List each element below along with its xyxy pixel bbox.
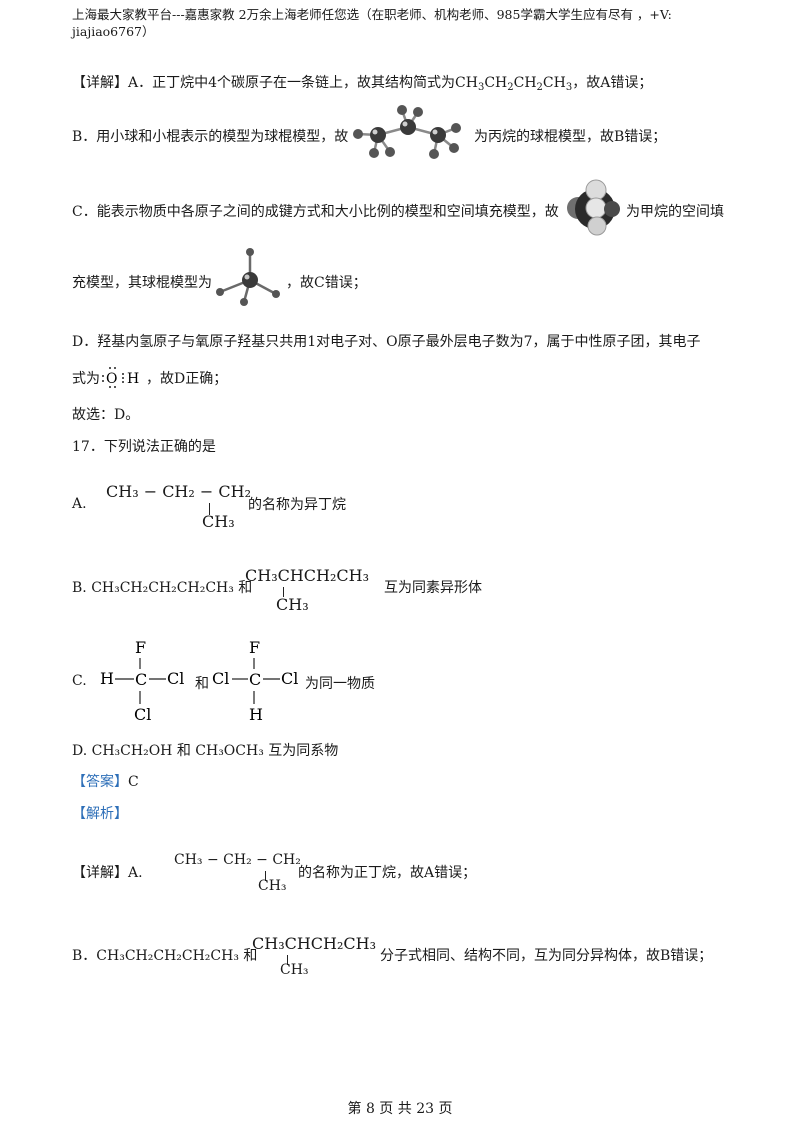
analysis-a-formula-main: CH₃ − CH₂ − CH₂ [174, 852, 301, 868]
hydroxyl-electron-formula: O H [102, 367, 139, 388]
atom-h: H [100, 669, 114, 688]
detail-b-text-1: B．用小球和小棍表示的模型为球棍模型，故 [72, 129, 349, 145]
subscript: 3 [565, 82, 573, 93]
header-line-2: jiajiao6767） [72, 24, 155, 39]
subscript: 3 [477, 82, 485, 93]
answer-value: C [128, 774, 139, 790]
detail-a-text-end: ，故A错误； [572, 75, 653, 91]
branch-bond [283, 587, 284, 597]
answer-label: 【答案】 [72, 774, 128, 790]
formula-part: CH [484, 75, 508, 91]
option-a-formula-main: CH₃ − CH₂ − CH₂ [106, 482, 251, 501]
atom-f: F [249, 638, 260, 657]
atom-cl: Cl [134, 705, 151, 724]
analysis-b-formula-main: CH₃CHCH₂CH₃ [252, 934, 377, 953]
analysis-a-tail: 的名称为正丁烷，故A错误； [298, 865, 477, 881]
methane-ball-stick-model-image [216, 248, 280, 306]
branch-bond [287, 955, 288, 965]
oxygen-symbol: O [106, 371, 117, 387]
analysis-b-formula-branch: CH₃ [280, 962, 309, 978]
detail-d-text-2: 式为 [72, 371, 100, 387]
option-c-label: C. [72, 673, 87, 689]
detail-d-line-2: 式为 O H ，故D正确； [72, 366, 227, 388]
header-line-1: 上海最大家教平台---嘉惠家教 2万余上海老师任您选（在职老师、机构老师、985… [72, 7, 672, 22]
option-b-formula-main: CH₃CHCH₂CH₃ [245, 566, 370, 585]
atom-cl: Cl [212, 669, 229, 688]
option-c-and: 和 [195, 676, 209, 692]
option-c-structure-1: F H C Cl Cl [100, 638, 184, 724]
question-stem: 17．下列说法正确的是 [72, 439, 216, 455]
page-footer: 第 8 页 共 23 页 [347, 1101, 453, 1117]
formula-part: CH [513, 75, 537, 91]
subscript: 2 [507, 82, 514, 93]
branch-bond [265, 871, 266, 881]
hydrogen-symbol: H [127, 371, 139, 387]
analysis-a-prefix: 【详解】A. [72, 865, 143, 881]
option-a-formula-branch: CH₃ [202, 512, 235, 531]
option-a-label: A. [72, 496, 87, 512]
propane-ball-stick-model-image [353, 105, 461, 159]
detail-c-text-1: C．能表示物质中各原子之间的成键方式和大小比例的模型和空间填充模型，故 [72, 204, 559, 220]
detail-d-text-1: D．羟基内氢原子与氧原子羟基只共用1对电子对、O原子最外层电子数为7，属于中性原… [72, 334, 701, 350]
option-c-structure-2: F Cl C Cl H [212, 638, 298, 724]
option-b-formula-branch: CH₃ [276, 595, 309, 614]
detail-d-text-3: ，故D正确； [146, 371, 228, 387]
analysis-a-formula-branch: CH₃ [258, 878, 287, 894]
option-c-tail: 为同一物质 [305, 676, 375, 692]
detail-c-text-3: 充模型，其球棍模型为 [72, 275, 212, 291]
answer-line: 【答案】C [72, 771, 139, 791]
atom-f: F [135, 638, 146, 657]
analysis-label: 【解析】 [72, 806, 128, 822]
detail-c-text-4: ，故C错误； [286, 275, 367, 291]
atom-cl: Cl [281, 669, 298, 688]
detail-a-text: A．正丁烷中4个碳原子在一条链上，故其结构简式为CH [128, 75, 478, 91]
detail-b-text-2: 为丙烷的球棍模型，故B错误； [474, 129, 667, 145]
conclusion: 故选：D。 [72, 407, 140, 423]
analysis-b-prefix: B．CH₃CH₂CH₂CH₂CH₃ 和 [72, 948, 258, 964]
detail-a: 【详解】A．正丁烷中4个碳原子在一条链上，故其结构简式为CH3CH2CH2CH3… [72, 72, 653, 93]
branch-bond [209, 503, 210, 515]
atom-c: C [135, 670, 147, 689]
option-d-text: D. CH₃CH₂OH 和 CH₃OCH₃ 互为同系物 [72, 743, 339, 759]
methane-space-filling-model-image [567, 179, 620, 236]
option-a-tail: 的名称为异丁烷 [248, 497, 346, 513]
option-b-tail: 互为同素异形体 [384, 580, 482, 596]
option-b-label: B. CH₃CH₂CH₂CH₂CH₃ 和 [72, 580, 253, 596]
formula-part: CH [542, 75, 566, 91]
subscript: 2 [536, 82, 543, 93]
analysis-b-tail: 分子式相同、结构不同，互为同分异构体，故B错误； [380, 948, 713, 964]
atom-cl: Cl [167, 669, 184, 688]
atom-c: C [249, 670, 261, 689]
atom-h: H [249, 705, 263, 724]
detail-c-text-2: 为甲烷的空间填 [626, 204, 724, 220]
detail-prefix: 【详解】 [72, 75, 128, 91]
